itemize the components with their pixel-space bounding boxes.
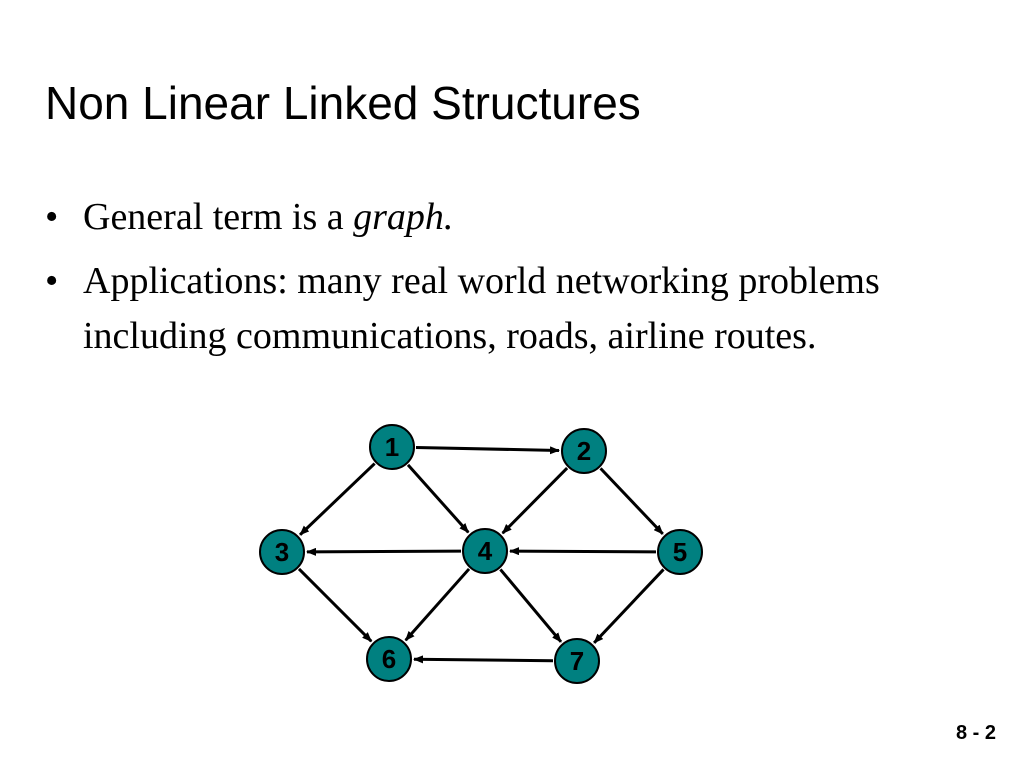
slide-number: 8 - 2 — [955, 722, 996, 744]
node-label: 5 — [673, 537, 687, 567]
edge-4-to-7 — [499, 568, 563, 643]
bullet-item: • Applications: many real world networki… — [45, 254, 925, 364]
node-circle — [366, 636, 412, 682]
bullet-marker: • — [45, 260, 59, 302]
graph-node-1: 1 — [369, 424, 415, 470]
node-circle — [259, 529, 305, 575]
bullet-text: General term is a — [83, 196, 354, 238]
graph-node-2: 2 — [561, 428, 607, 474]
edge-7-to-6 — [412, 655, 554, 664]
edge-3-to-6 — [297, 567, 373, 643]
node-circle — [561, 428, 607, 474]
graph-node-7: 7 — [554, 638, 600, 684]
node-label: 3 — [275, 537, 289, 567]
graph-edges — [297, 446, 665, 664]
node-circle — [657, 529, 703, 575]
bullet-list: • General term is a graph. • Application… — [45, 190, 925, 373]
edge-2-to-4 — [501, 467, 569, 535]
edge-4-to-6 — [404, 567, 471, 642]
bullet-item: • General term is a graph. — [45, 190, 925, 245]
edge-2-to-5 — [599, 467, 664, 535]
graph-node-5: 5 — [657, 529, 703, 575]
node-circle — [462, 528, 508, 574]
node-label: 4 — [478, 536, 493, 566]
node-label: 1 — [385, 432, 399, 462]
node-label: 7 — [570, 646, 584, 676]
node-circle — [554, 638, 600, 684]
graph-node-3: 3 — [259, 529, 305, 575]
edge-4-to-3 — [305, 547, 462, 556]
edge-1-to-2 — [415, 446, 561, 455]
edge-1-to-3 — [299, 462, 376, 536]
node-label: 2 — [577, 436, 591, 466]
edge-5-to-7 — [593, 568, 665, 644]
graph-nodes: 1 2 3 4 5 6 7 — [259, 424, 703, 684]
edge-5-to-4 — [508, 547, 657, 556]
slide-title: Non Linear Linked Structures — [45, 77, 641, 129]
graph-node-6: 6 — [366, 636, 412, 682]
bullet-emphasis: graph. — [353, 196, 454, 238]
node-circle — [369, 424, 415, 470]
bullet-text: Applications: many real world networking… — [83, 260, 880, 357]
edge-1-to-4 — [406, 463, 470, 534]
node-label: 6 — [382, 644, 396, 674]
bullet-marker: • — [45, 196, 59, 238]
graph-node-4: 4 — [462, 528, 508, 574]
